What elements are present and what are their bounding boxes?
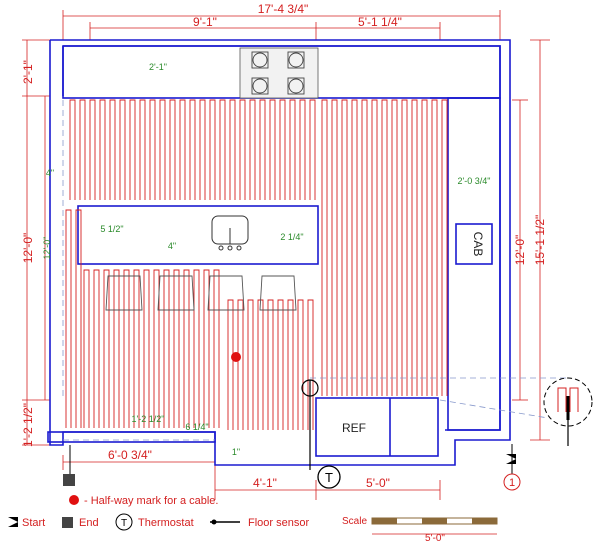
bottom-step [47, 431, 216, 443]
cable-run [69, 99, 316, 200]
island [77, 205, 319, 265]
dim-left-bottom: 1'-2 1/2" [21, 403, 35, 447]
detail-callout [543, 377, 593, 446]
thermostat-icon: T [317, 465, 341, 489]
end-marker [63, 445, 75, 486]
heating-cables [65, 99, 448, 430]
scale-bar [371, 517, 498, 535]
thermostat-symbol: T [325, 470, 333, 485]
cable-run [83, 269, 220, 428]
stools [105, 275, 297, 311]
sensor-line [62, 100, 570, 441]
floor-sensor-icon [301, 379, 319, 470]
cable-run [227, 299, 314, 430]
dim-top-left: 9'-1" [193, 15, 217, 29]
legend-thermostat: Thermostat [138, 517, 194, 529]
legend: - Half-way mark for a cable. Start End T… [8, 495, 498, 544]
cooktop [239, 47, 319, 99]
note-island-left: 5 1/2" [100, 224, 123, 234]
ref-box [315, 397, 439, 457]
callout-number: 1 [509, 477, 515, 489]
note-right-offset: 2'-0 3/4" [458, 176, 491, 186]
dim-bottom-right: 5'-0" [366, 476, 390, 490]
note-bottom-left: 1'-2 1/2" [132, 414, 165, 424]
sink [211, 215, 249, 251]
note-island-right: 2 1/4" [280, 232, 303, 242]
cable-run [65, 209, 82, 428]
start-marker: 1 [503, 444, 521, 491]
legend-halfway: - Half-way mark for a cable. [84, 495, 218, 507]
walls [47, 39, 511, 466]
dim-right-overall: 15'-1 1/2" [533, 215, 547, 266]
dimension-lines [22, 10, 550, 500]
right-counter [447, 97, 501, 431]
outer-wall [50, 39, 511, 466]
cable-run [321, 99, 448, 396]
legend-floor-sensor: Floor sensor [248, 517, 309, 529]
legend-thermostat-symbol: T [121, 518, 127, 529]
note-island-spacing: 4" [168, 241, 176, 251]
ref-label: REF [342, 421, 366, 435]
cab-label: CAB [471, 232, 485, 257]
scale-label: Scale [342, 516, 367, 527]
dim-bottom-mid: 4'-1" [253, 476, 277, 490]
dim-left-top: 2'-1" [21, 60, 35, 84]
legend-start: Start [22, 517, 45, 529]
scale-value: 5'-0" [425, 533, 445, 544]
cab-box [455, 223, 493, 265]
dim-left-main: 12'-0" [21, 233, 35, 264]
dim-top-right: 5'-1 1/4" [358, 15, 402, 29]
note-counter-depth: 2'-1" [149, 62, 167, 72]
dim-overall-width: 17'-4 3/4" [258, 2, 309, 16]
legend-end: End [79, 517, 99, 529]
note-bottom-inch: 1" [232, 447, 240, 457]
note-left-gap: 4" [46, 168, 54, 178]
note-inner-left: 12'-0" [42, 237, 52, 260]
dim-right-main: 12'-0" [513, 235, 527, 266]
dim-bottom-left: 6'-0 3/4" [108, 448, 152, 462]
note-bottom-gap: 6 1/4" [185, 422, 208, 432]
halfway-mark [231, 352, 241, 362]
